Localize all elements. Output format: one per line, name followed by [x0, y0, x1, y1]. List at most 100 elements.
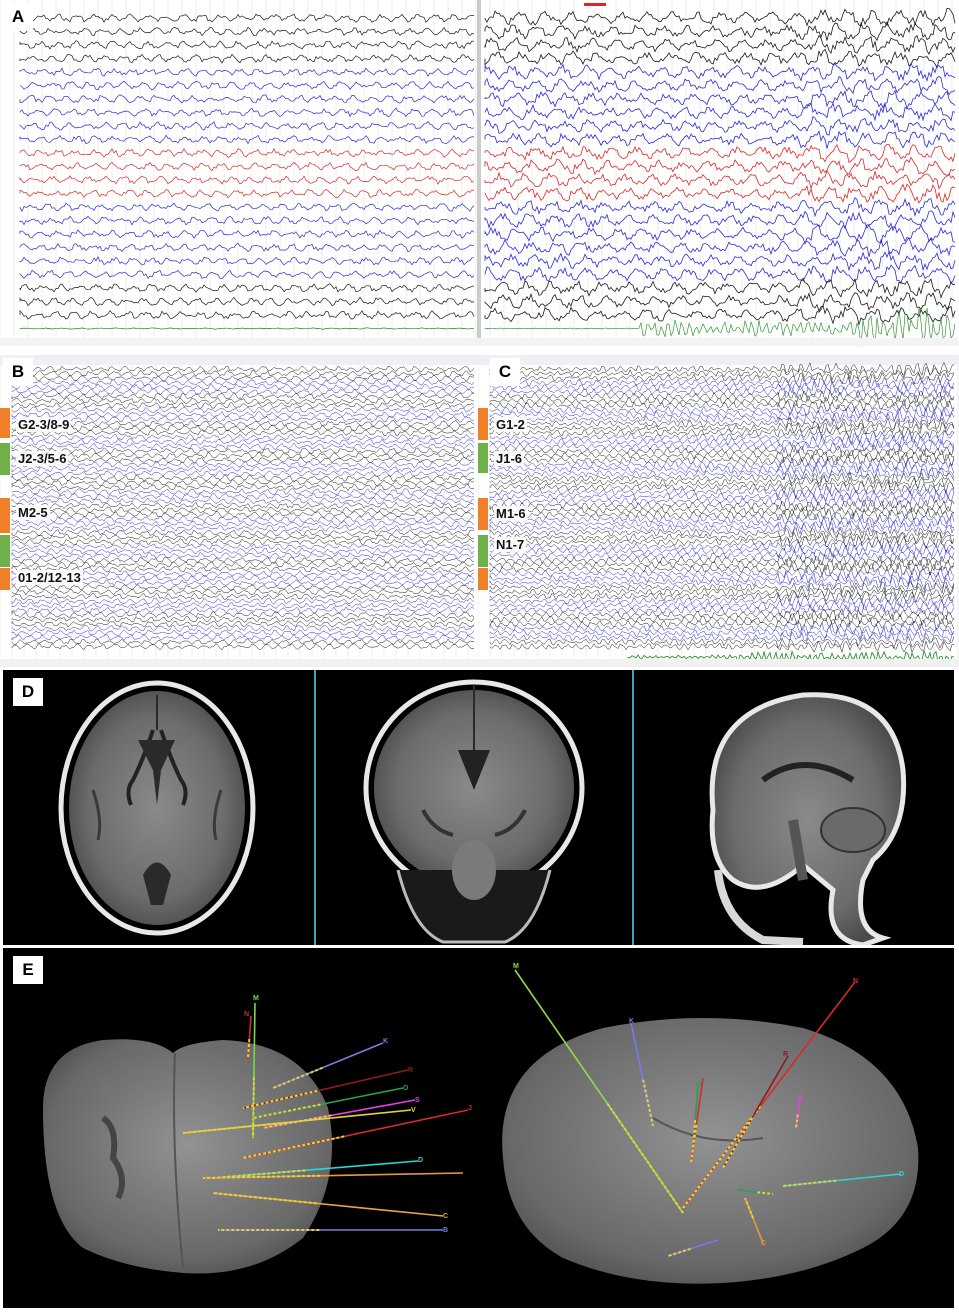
electrode-right — [667, 1239, 719, 1257]
eeg-trace — [489, 512, 955, 526]
electrode-left — [252, 1087, 404, 1119]
panel-d-label: D — [13, 678, 43, 706]
channel-label-c-3: M1-6 — [494, 506, 528, 521]
eeg-trace — [484, 116, 956, 136]
eeg-trace — [489, 589, 955, 603]
eeg-trace — [11, 501, 475, 510]
eeg-trace — [484, 277, 956, 299]
channel-label-c-2: J1-6 — [494, 451, 525, 466]
eeg-trace — [19, 269, 475, 280]
eeg-trace — [11, 488, 475, 496]
eeg-trace — [489, 503, 955, 518]
eeg-trace — [484, 143, 956, 163]
eeg-trace — [11, 620, 475, 628]
panel-b: B G2-3/8-9 J2-3/5-6 M2-5 01-2/12-13 — [0, 355, 478, 667]
eeg-trace — [19, 242, 475, 253]
mri-coronal — [363, 679, 585, 944]
eeg-trace — [11, 461, 475, 469]
eeg-trace — [489, 471, 955, 485]
eeg-trace — [11, 442, 475, 450]
eeg-trace — [11, 597, 475, 605]
eeg-trace — [489, 507, 955, 522]
channel-label-c-1: G1-2 — [494, 417, 527, 432]
channel-tag-b-1 — [0, 408, 10, 438]
brain-lateral-view — [502, 1018, 919, 1284]
channel-label-b-4: 01-2/12-13 — [16, 570, 83, 585]
eeg-trace — [489, 425, 955, 441]
eeg-traces-c — [478, 355, 959, 667]
eeg-trace — [19, 94, 475, 104]
eeg-trace — [11, 529, 475, 537]
eeg-trace — [484, 156, 956, 176]
eeg-trace — [11, 610, 475, 619]
eeg-trace — [489, 480, 955, 494]
eeg-trace — [11, 388, 475, 396]
channel-tag-b-3 — [0, 498, 10, 533]
electrode-label: N — [244, 1011, 249, 1018]
eeg-trace — [489, 375, 955, 390]
channel-label-b-3: M2-5 — [16, 505, 50, 520]
eeg-trace — [484, 183, 956, 204]
eeg-trace — [489, 398, 955, 412]
eeg-trace — [19, 107, 475, 118]
eeg-trace — [11, 579, 475, 587]
eeg-trace — [489, 361, 955, 376]
eeg-trace — [484, 34, 956, 56]
eeg-trace — [19, 53, 475, 64]
eeg-trace — [489, 379, 955, 394]
eeg-trace — [11, 447, 475, 455]
eeg-trace — [11, 365, 475, 373]
electrode-left — [252, 1002, 256, 1139]
electrode-right — [737, 1189, 774, 1195]
eeg-trace — [489, 626, 955, 641]
channel-tag-c-4 — [478, 535, 488, 567]
eeg-trace — [11, 511, 475, 519]
mri-sagittal — [709, 692, 907, 945]
eeg-trace — [19, 26, 475, 37]
eeg-trace — [484, 20, 956, 42]
eeg-trace — [11, 402, 475, 409]
eeg-trace — [489, 535, 955, 549]
eeg-trace — [11, 592, 475, 600]
channel-tag-b-4 — [0, 535, 10, 567]
panel-d: D — [3, 670, 954, 945]
eeg-trace — [489, 439, 955, 454]
eeg-trace — [11, 420, 475, 428]
eeg-trace — [489, 557, 955, 572]
eeg-trace — [19, 121, 475, 131]
electrode-label: B — [443, 1227, 448, 1234]
panel-a: A — [0, 0, 959, 350]
eeg-trace — [19, 255, 474, 266]
eeg-trace — [11, 624, 475, 632]
panel-e-label: E — [13, 956, 43, 984]
electrode-left — [182, 1109, 412, 1134]
eeg-trace — [489, 539, 955, 554]
eeg-trace — [19, 161, 475, 172]
eeg-trace — [19, 147, 475, 158]
eeg-trace — [19, 13, 474, 23]
eeg-trace — [11, 642, 475, 651]
eeg-trace — [484, 264, 956, 284]
eeg-trace — [11, 369, 475, 378]
panel-c-label: C — [490, 358, 520, 386]
channel-tag-c-3 — [478, 498, 488, 530]
mri-slices — [58, 670, 907, 945]
electrode-label: J — [468, 1105, 472, 1112]
electrode-label: V — [411, 1107, 416, 1114]
electrode-right — [795, 1097, 801, 1129]
channel-tag-b-2 — [0, 443, 10, 475]
eeg-trace — [484, 89, 956, 110]
electrode-label: C — [443, 1213, 448, 1220]
eeg-trace — [11, 456, 475, 464]
eeg-trace — [484, 210, 956, 232]
eeg-trace — [11, 429, 475, 437]
channel-tag-b-5 — [0, 568, 10, 590]
eeg-trace — [489, 444, 955, 458]
eeg-trace — [484, 170, 956, 190]
eeg-trace — [19, 134, 475, 145]
eeg-traces-b — [0, 355, 478, 667]
eeg-trace — [489, 584, 955, 599]
eeg-trace — [11, 606, 475, 614]
eeg-trace — [11, 565, 475, 573]
eeg-trace — [11, 452, 475, 459]
